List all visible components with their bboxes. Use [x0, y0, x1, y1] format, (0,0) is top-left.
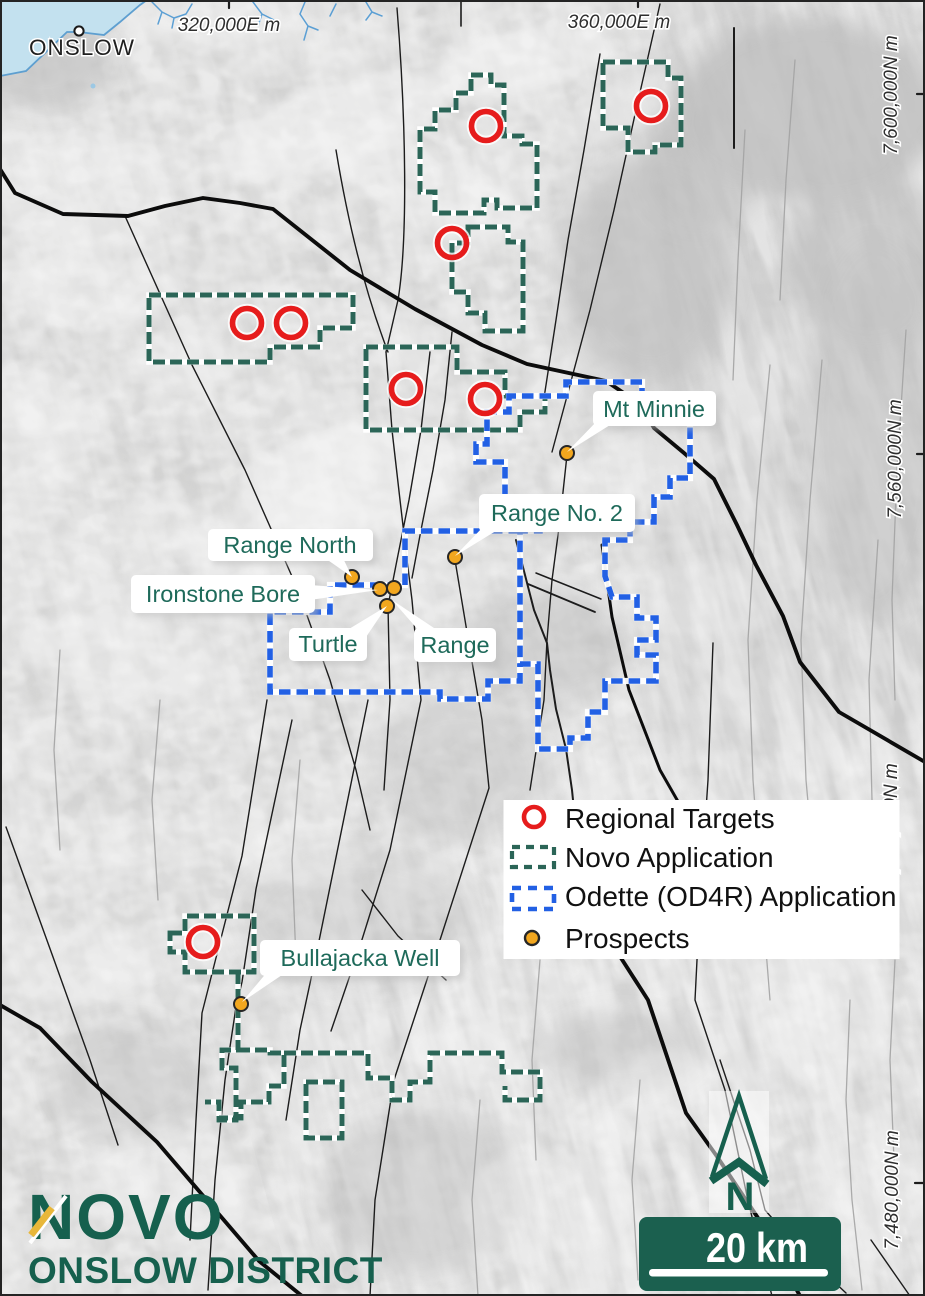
- svg-text:7,600,000N m: 7,600,000N m: [881, 35, 902, 154]
- svg-text:Range No. 2: Range No. 2: [491, 500, 623, 526]
- svg-text:Novo Application: Novo Application: [565, 842, 774, 873]
- svg-text:Bullajacka Well: Bullajacka Well: [281, 945, 440, 971]
- svg-text:Prospects: Prospects: [565, 923, 690, 954]
- svg-text:Odette (OD4R) Application: Odette (OD4R) Application: [565, 881, 897, 912]
- svg-text:ONSLOW: ONSLOW: [29, 35, 135, 60]
- svg-text:320,000E m: 320,000E m: [178, 15, 280, 36]
- svg-text:Ironstone Bore: Ironstone Bore: [146, 581, 300, 607]
- svg-text:20 km: 20 km: [706, 1224, 808, 1271]
- svg-text:N: N: [726, 1175, 755, 1219]
- svg-text:Range: Range: [420, 632, 489, 658]
- svg-text:Regional Targets: Regional Targets: [565, 803, 775, 834]
- svg-text:ONSLOW DISTRICT: ONSLOW DISTRICT: [28, 1250, 383, 1291]
- svg-text:Turtle: Turtle: [298, 631, 357, 657]
- svg-text:7,480,000N m: 7,480,000N m: [882, 1130, 903, 1249]
- svg-text:NOVO: NOVO: [28, 1181, 224, 1253]
- svg-text:360,000E m: 360,000E m: [568, 12, 670, 33]
- svg-text:Range North: Range North: [223, 532, 356, 558]
- svg-text:Mt Minnie: Mt Minnie: [603, 396, 705, 422]
- svg-text:7,560,000N m: 7,560,000N m: [885, 399, 906, 518]
